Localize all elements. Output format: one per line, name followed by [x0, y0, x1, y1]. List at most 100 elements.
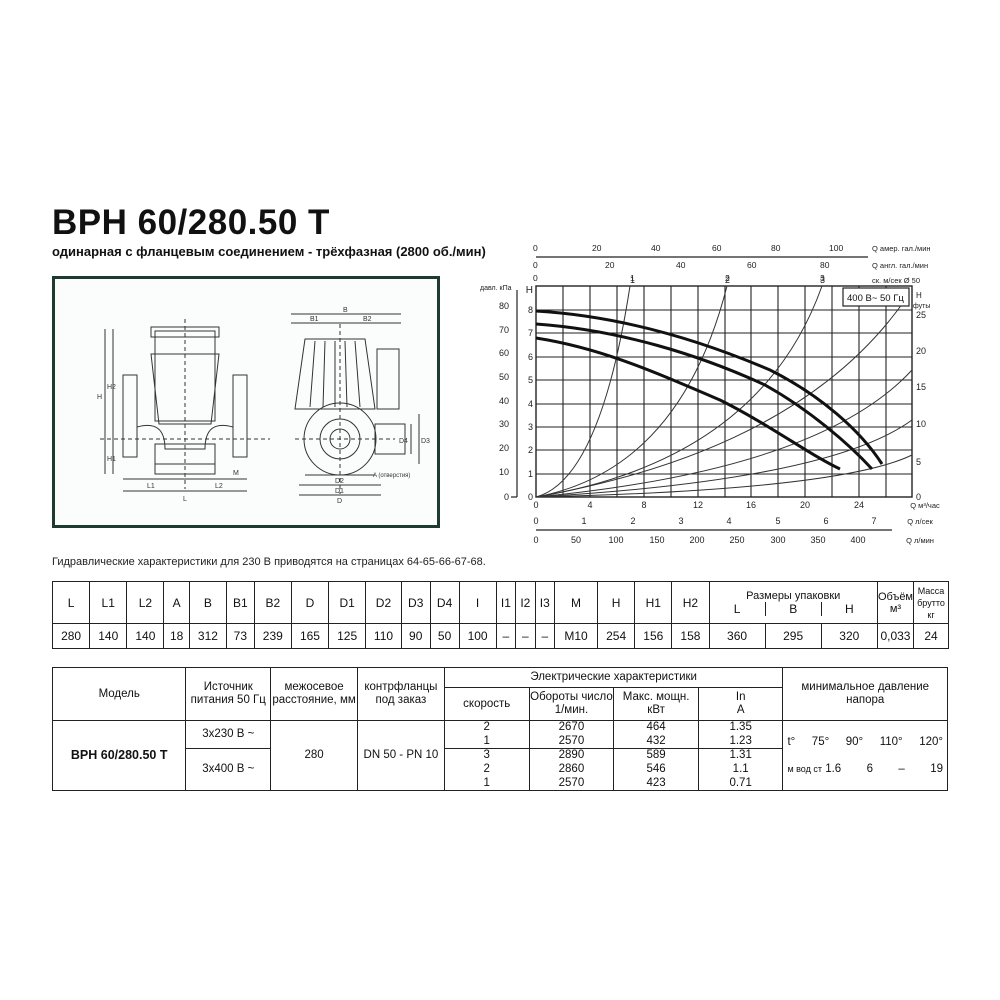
dim-value: –: [515, 623, 536, 649]
svg-text:25: 25: [916, 310, 926, 320]
svg-text:1: 1: [581, 516, 586, 526]
svg-text:5: 5: [775, 516, 780, 526]
model-name-cell: BPH 60/280.50 T: [51, 720, 187, 791]
col-header: D: [290, 581, 330, 624]
col-header: I1: [495, 581, 517, 624]
svg-text:0: 0: [533, 500, 538, 510]
svg-text:20: 20: [605, 260, 615, 270]
speed-cell: 2: [443, 762, 530, 777]
svg-text:7: 7: [871, 516, 876, 526]
right-feet-axis: H футы 25 20 15 10 5 0: [913, 291, 930, 502]
dim-value: 158: [671, 623, 710, 649]
svg-text:8: 8: [641, 500, 646, 510]
model-header: Модель: [51, 667, 187, 721]
rpm-cell: 2670: [528, 720, 615, 735]
current-cell: 0.71: [697, 776, 784, 791]
power-cell: 589: [613, 748, 699, 763]
svg-text:0: 0: [533, 516, 538, 526]
svg-text:Q амер. гал./мин: Q амер. гал./мин: [872, 244, 931, 253]
svg-text:Q л/сек: Q л/сек: [907, 517, 933, 526]
dim-value: –: [534, 623, 556, 649]
svg-text:ск. м/сек Ø 50: ск. м/сек Ø 50: [872, 276, 920, 285]
left-kpa-axis: 80 70 60 50 40 30 20 10 0: [499, 301, 509, 502]
svg-text:20: 20: [916, 346, 926, 356]
power-cell: 423: [613, 776, 699, 791]
svg-text:H: H: [916, 291, 922, 300]
current-header: In A: [697, 687, 784, 721]
dim-value: 18: [163, 623, 190, 649]
power-cell: 546: [613, 762, 699, 777]
speed-cell: 3: [443, 748, 530, 763]
col-header: B2: [253, 581, 292, 624]
mass-value: 24: [913, 623, 949, 649]
dim-label-b1: B1: [310, 316, 319, 323]
svg-text:60: 60: [712, 243, 722, 253]
dim-value: 254: [597, 623, 636, 649]
svg-text:70: 70: [499, 325, 509, 335]
col-header: H2: [671, 581, 710, 624]
packaging-sub-l: L: [733, 601, 741, 616]
svg-text:16: 16: [746, 500, 756, 510]
dim-label-a: A (отверстия): [373, 473, 410, 479]
distance-header: межосевое расстояние, мм: [270, 667, 358, 721]
velocity-label-3: 3: [820, 275, 825, 285]
power-header: Макс. мощн. кВт: [613, 687, 699, 721]
svg-text:80: 80: [499, 301, 509, 311]
svg-text:0: 0: [533, 273, 538, 283]
packaging-value-b: 295: [764, 623, 822, 649]
source-400-cell: 3x400 В ~: [185, 748, 272, 791]
speed-cell: 1: [443, 776, 530, 791]
svg-text:30: 30: [499, 419, 509, 429]
dim-value: 90: [400, 623, 431, 649]
svg-text:0: 0: [533, 243, 538, 253]
rpm-cell: 2860: [528, 762, 615, 777]
min-pressure-values: м вод ст 1.6 6 – 19: [787, 762, 943, 775]
dim-value: 165: [290, 623, 330, 649]
svg-text:40: 40: [651, 243, 661, 253]
packaging-sub-h: H: [820, 601, 877, 616]
svg-text:0: 0: [533, 535, 538, 545]
dim-label-l1: L1: [147, 483, 155, 490]
dim-label-m: M: [233, 470, 239, 477]
svg-text:200: 200: [689, 535, 704, 545]
dim-label-d3: D3: [421, 438, 430, 445]
min-pressure-header: минимальное давление напора: [782, 667, 948, 721]
curve-speed-3: [535, 309, 884, 465]
power-cell: 432: [613, 734, 699, 749]
top-axes-labels: 0 20 40 60 80 100 Q амер. гал./мин 0 20 …: [533, 243, 931, 285]
current-header-top: In: [735, 691, 746, 703]
dim-label-d: D: [337, 498, 342, 505]
svg-text:6: 6: [823, 516, 828, 526]
svg-text:Q л/мин: Q л/мин: [906, 536, 934, 545]
svg-text:20: 20: [592, 243, 602, 253]
svg-text:2: 2: [630, 516, 635, 526]
svg-text:1: 1: [528, 469, 533, 479]
col-header: B: [188, 581, 228, 624]
dim-value: 110: [365, 623, 402, 649]
col-header: I3: [534, 581, 556, 624]
dim-value: 125: [328, 623, 367, 649]
speed-header: скорость: [443, 687, 530, 721]
svg-text:250: 250: [729, 535, 744, 545]
hydraulic-note: Гидравлические характеристики для 230 В …: [52, 556, 486, 568]
svg-text:4: 4: [587, 500, 592, 510]
dim-value: 100: [458, 623, 497, 649]
col-header: L2: [126, 581, 165, 624]
source-header: Источник питания 50 Гц: [185, 667, 272, 721]
svg-text:0: 0: [533, 260, 538, 270]
svg-text:1: 1: [630, 273, 635, 283]
dim-value: 140: [126, 623, 165, 649]
packaging-sub-b: B: [764, 601, 821, 616]
col-header: D4: [429, 581, 460, 624]
rpm-cell: 2570: [528, 734, 615, 749]
flanges-cell: DN 50 - PN 10: [356, 720, 445, 791]
svg-text:40: 40: [676, 260, 686, 270]
dim-label-h2: H2: [107, 384, 116, 391]
dim-label-d1: D1: [335, 488, 344, 495]
min-pressure-temps: t° 75° 90° 110° 120°: [787, 735, 943, 748]
svg-text:50: 50: [499, 372, 509, 382]
pump-drawing-svg: H H2 H1 L1 L2 L M B B1 B2 D D1 D2 D3 D4 …: [97, 307, 430, 505]
svg-text:Q м³/час: Q м³/час: [910, 501, 940, 510]
col-header: B1: [226, 581, 255, 624]
velocity-label-1: 1: [630, 275, 635, 285]
